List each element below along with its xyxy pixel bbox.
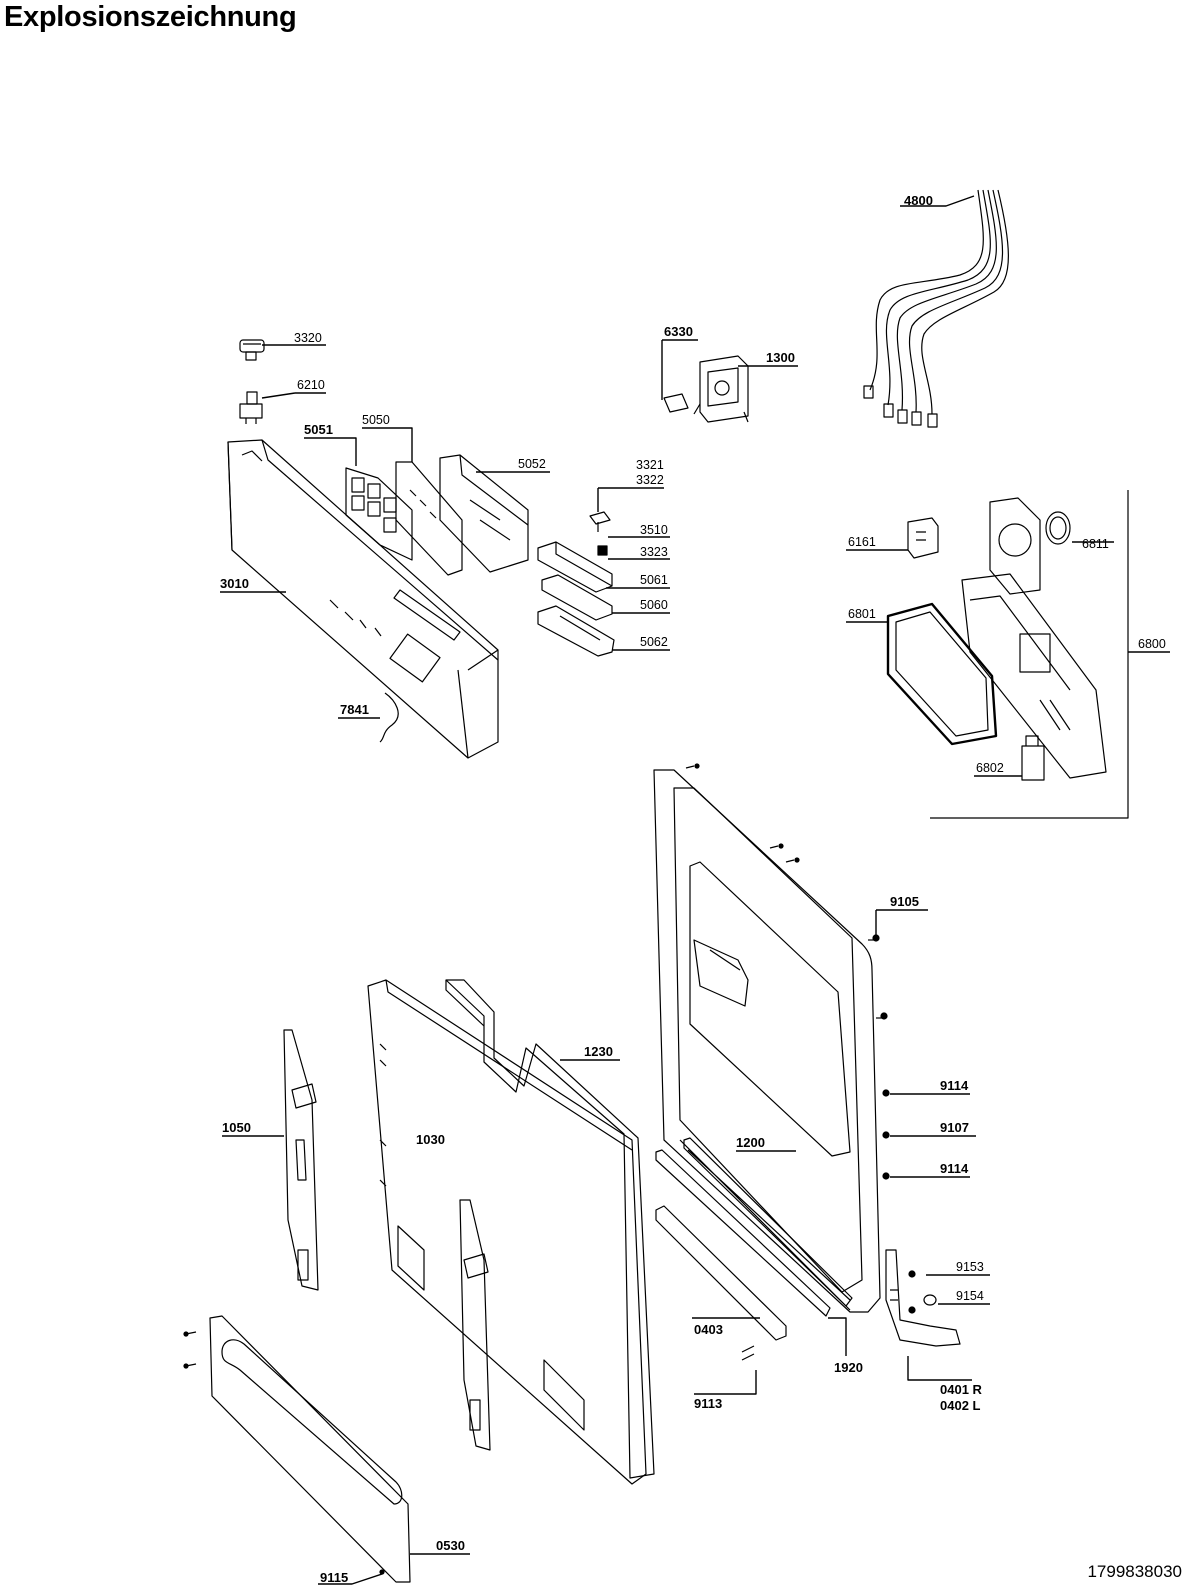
part-3320-knob	[239, 339, 265, 361]
label-0401-r: 0401 R	[940, 1382, 983, 1397]
label-0403: 0403	[694, 1322, 723, 1337]
label-3320: 3320	[294, 331, 322, 345]
label-5051: 5051	[304, 422, 333, 437]
part-1230-insulation	[445, 979, 655, 1479]
label-5052: 5052	[518, 457, 546, 471]
part-6330-clip	[663, 393, 689, 413]
part-3323-small-block	[597, 545, 608, 556]
part-6161-lid-part	[907, 517, 939, 559]
part-1050-hinge-arm-inner	[459, 1199, 491, 1451]
label-1230: 1230	[584, 1044, 613, 1059]
part-9154-ring	[923, 1294, 937, 1306]
label-6811: 6811	[1082, 537, 1109, 551]
label-1300: 1300	[766, 350, 795, 365]
label-9153: 9153	[956, 1260, 984, 1274]
label-9114-upper: 9114	[940, 1078, 969, 1093]
part-5062-display-carrier	[537, 605, 615, 657]
part-labels: 4800 3320 6210 6330 1300 5051 5050 5052 …	[220, 193, 1166, 1585]
part-1030-outer-door	[367, 979, 647, 1485]
part-6811-seal-ring	[1045, 511, 1071, 545]
label-9105: 9105	[890, 894, 919, 909]
label-9113: 9113	[694, 1396, 722, 1411]
part-3010-control-panel	[227, 439, 499, 759]
part-1920-bottom-strip	[655, 1137, 853, 1317]
label-4800: 4800	[904, 193, 933, 208]
label-6800: 6800	[1138, 637, 1166, 651]
part-3321-3322-clip	[589, 511, 611, 532]
label-3510: 3510	[640, 523, 668, 537]
label-3322: 3322	[636, 473, 664, 487]
label-9154: 9154	[956, 1289, 984, 1303]
part-5052-housing	[439, 454, 529, 573]
label-6210: 6210	[297, 378, 325, 392]
label-1030: 1030	[416, 1132, 445, 1147]
label-3323: 3323	[640, 545, 668, 559]
part-6800-detergent-dispenser	[961, 497, 1107, 779]
part-4800-cable-harness	[863, 189, 1009, 428]
part-9113-screws	[741, 1345, 755, 1361]
part-0403-rail	[655, 1205, 787, 1341]
label-5061: 5061	[640, 573, 668, 587]
part-0530-plinth	[183, 1315, 411, 1583]
label-1200: 1200	[736, 1135, 765, 1150]
label-0402-l: 0402 L	[940, 1398, 981, 1413]
part-5050-circuit-board	[395, 461, 463, 576]
part-1200-inner-door	[653, 769, 881, 1313]
leader-lines	[220, 195, 1170, 1585]
label-5060: 5060	[640, 598, 668, 612]
label-9114-lower: 9114	[940, 1161, 969, 1176]
screws-inner-door	[685, 763, 916, 1314]
part-0401-0402-hinge	[885, 1249, 961, 1347]
label-0530: 0530	[436, 1538, 465, 1553]
label-1050: 1050	[222, 1120, 251, 1135]
page-title: Explosionszeichnung	[4, 1, 297, 33]
part-1050-hinge-arm	[283, 1029, 319, 1291]
label-7841: 7841	[340, 702, 369, 717]
part-6801-gasket	[886, 602, 998, 746]
label-3010: 3010	[220, 576, 249, 591]
part-6802-actuator	[1021, 735, 1045, 781]
label-3321: 3321	[636, 458, 664, 472]
label-9115: 9115	[320, 1570, 348, 1585]
bracket-6800	[930, 490, 1129, 819]
label-6801: 6801	[848, 607, 876, 621]
label-5050: 5050	[362, 413, 390, 427]
part-6210-switch	[239, 391, 263, 424]
label-9107: 9107	[940, 1120, 969, 1135]
part-5060-display-frame	[541, 574, 613, 621]
part-1300-door-lock	[693, 355, 749, 423]
label-1920: 1920	[834, 1360, 863, 1375]
part-5051-button-block	[345, 467, 413, 561]
document-number: 1799838030	[1087, 1562, 1182, 1581]
label-6802: 6802	[976, 761, 1004, 775]
label-5062: 5062	[640, 635, 668, 649]
label-6330: 6330	[664, 324, 693, 339]
part-5061-display-module	[537, 541, 613, 593]
label-6161: 6161	[848, 535, 876, 549]
